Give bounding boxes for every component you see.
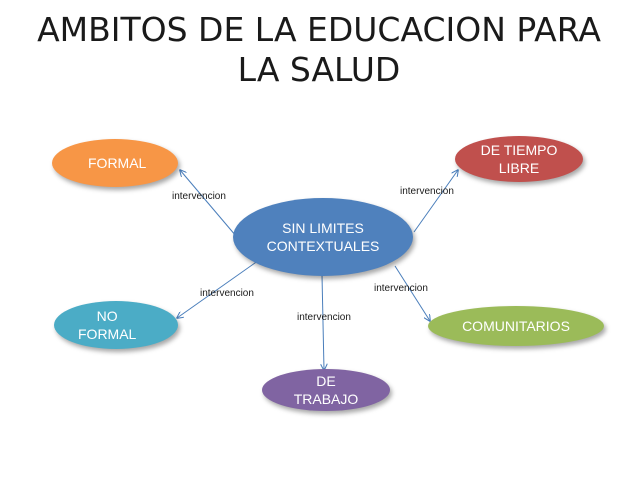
- slide-title: AMBITOS DE LA EDUCACION PARA LA SALUD: [37, 10, 601, 89]
- link-label-comunitarios: intervencion: [374, 283, 428, 294]
- link-label-formal: intervencion: [172, 191, 226, 202]
- node-comunitarios: COMUNITARIOS: [428, 306, 604, 346]
- arrow-to-comunitarios: [394, 265, 430, 321]
- arrow-to-trabajo: [322, 274, 324, 370]
- link-label-no-formal: intervencion: [200, 288, 254, 299]
- arrow-to-no-formal: [177, 257, 263, 318]
- arrow-to-tiempo-libre: [413, 170, 458, 233]
- arrow-to-formal: [180, 170, 237, 237]
- node-tiempo-libre: DE TIEMPO LIBRE: [455, 136, 583, 182]
- node-no-formal: NO FORMAL: [54, 301, 178, 349]
- node-trabajo: DE TRABAJO: [262, 369, 390, 411]
- node-formal: FORMAL: [52, 139, 178, 187]
- link-label-trabajo: intervencion: [297, 312, 351, 323]
- center-node: SIN LIMITES CONTEXTUALES: [233, 198, 413, 276]
- link-label-tiempo-libre: intervencion: [400, 186, 454, 197]
